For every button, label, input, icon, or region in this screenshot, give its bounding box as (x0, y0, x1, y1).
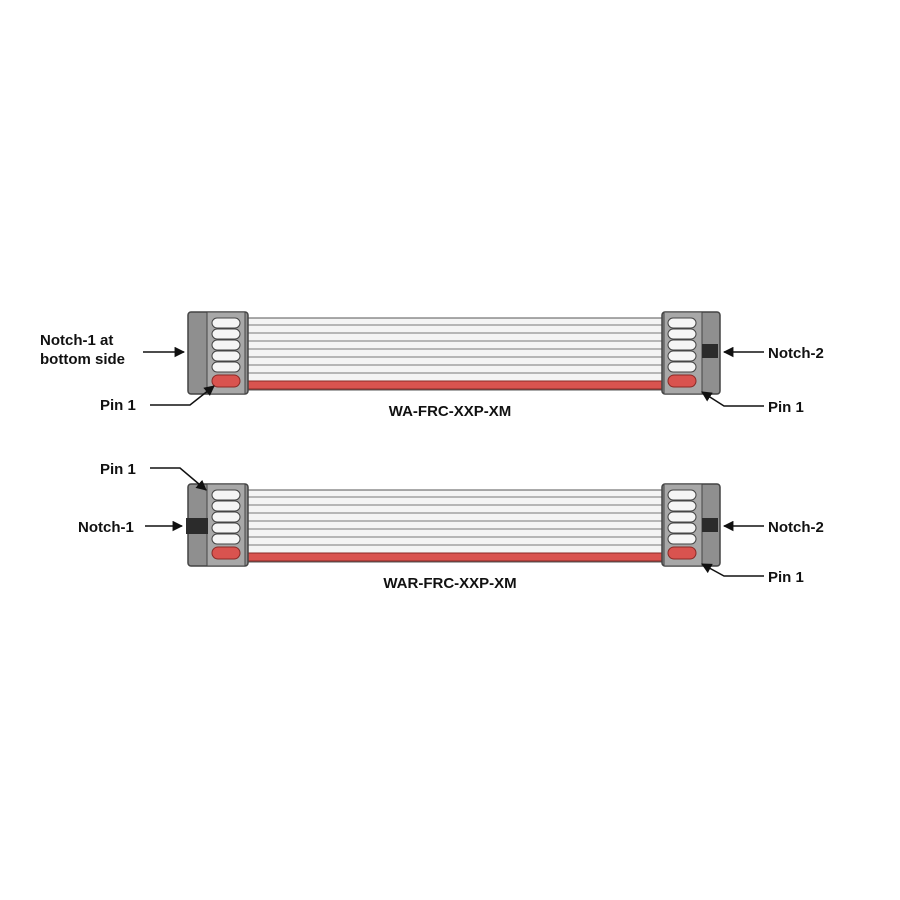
pin1-right-label: Pin 1 (768, 399, 804, 416)
ribbon-wires-bottom (244, 489, 666, 563)
contacts-right-bottom (667, 489, 697, 560)
red-wire-top (244, 380, 666, 390)
red-wire-bottom (244, 552, 666, 562)
notch-2-marker (702, 518, 718, 532)
contacts-left-top (211, 317, 241, 388)
pin1-right-arrow (701, 391, 764, 407)
pin1-right-label: Pin 1 (768, 569, 804, 586)
pin1-left-arrow (150, 467, 207, 491)
left-connector-bottom (186, 483, 249, 567)
notch2-label: Notch-2 (768, 519, 824, 536)
cable-top: Notch-1 at bottom side Pin 1 Notch-2 Pin… (40, 311, 824, 420)
cable-title-top: WA-FRC-XXP-XM (389, 403, 512, 420)
pin1-left-arrow (150, 385, 215, 406)
pin1-right-arrow (701, 563, 764, 577)
ribbon-wires-top (244, 317, 666, 391)
notch1-label-line2: bottom side (40, 351, 125, 368)
cable-title-bottom: WAR-FRC-XXP-XM (383, 575, 516, 592)
pin1-contact (667, 374, 697, 388)
cable-bottom: Pin 1 Notch-1 Notch-2 Pin 1 WAR-FRC-XXP-… (78, 461, 824, 592)
contacts-right-top (667, 317, 697, 388)
right-connector-bottom (661, 483, 721, 567)
notch-1-marker (186, 518, 208, 534)
notch-2-marker (702, 344, 718, 358)
pin1-contact (211, 546, 241, 560)
notch2-label: Notch-2 (768, 345, 824, 362)
contacts-left-bottom (211, 489, 241, 560)
pin1-left-label: Pin 1 (100, 397, 136, 414)
pin1-contact (211, 374, 241, 388)
pin1-contact (667, 546, 697, 560)
right-connector-top (661, 311, 721, 395)
left-connector-top (187, 311, 249, 395)
notch1-label: Notch-1 (78, 519, 134, 536)
pin1-left-label: Pin 1 (100, 461, 136, 478)
notch1-label-line1: Notch-1 at (40, 332, 113, 349)
